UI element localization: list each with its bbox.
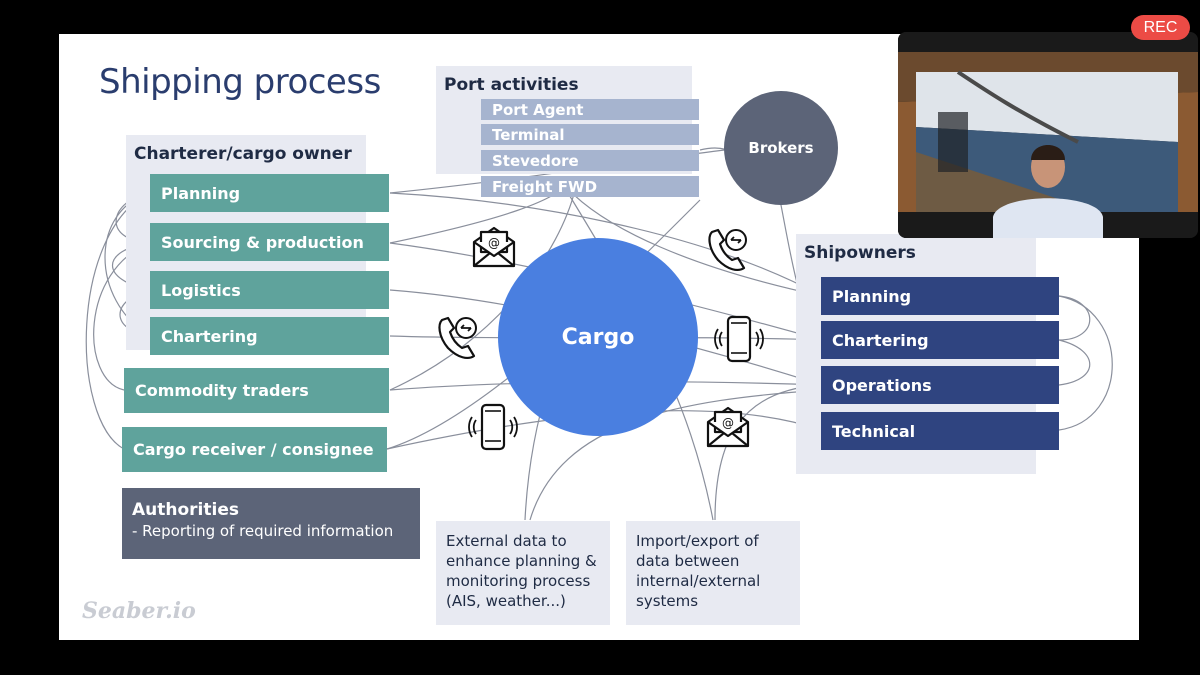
mobile-phone-icon — [468, 403, 518, 451]
import-export-line: data between — [636, 552, 740, 570]
charterer-item-sourcing: Sourcing & production — [150, 223, 389, 261]
shipowners-title: Shipowners — [804, 243, 916, 263]
charterer-item-logistics: Logistics — [150, 271, 389, 309]
mobile-phone-icon — [714, 315, 764, 363]
slide-title: Shipping process — [99, 62, 381, 102]
port-item-stevedore: Stevedore — [481, 150, 699, 171]
commodity-traders-box: Commodity traders — [124, 368, 389, 413]
authorities-title: Authorities — [132, 500, 239, 520]
brokers-label: Brokers — [748, 139, 814, 157]
shipowners-item-planning: Planning — [821, 277, 1059, 315]
cargo-label: Cargo — [561, 324, 635, 350]
import-export-line: Import/export of — [636, 532, 759, 550]
svg-text:@: @ — [488, 236, 500, 250]
charterer-item-planning: Planning — [150, 174, 389, 212]
charterer-panel-title: Charterer/cargo owner — [134, 144, 352, 164]
external-data-line: enhance planning & — [446, 552, 597, 570]
port-item-freight-fwd: Freight FWD — [481, 176, 699, 197]
import-export-note: Import/export of data between internal/e… — [626, 521, 800, 625]
shipowners-item-chartering: Chartering — [821, 321, 1059, 359]
port-activities-title: Port activities — [444, 75, 579, 95]
port-item-terminal: Terminal — [481, 124, 699, 145]
authorities-box: Authorities - Reporting of required info… — [122, 488, 420, 559]
shipowners-item-technical: Technical — [821, 412, 1059, 450]
phone-exchange-icon — [708, 228, 747, 271]
recording-badge: REC — [1131, 15, 1190, 40]
charterer-item-chartering: Chartering — [150, 317, 389, 355]
seaber-logo-text: Seaber.io — [82, 598, 196, 624]
external-data-line: (AIS, weather...) — [446, 592, 566, 610]
cargo-receiver-box: Cargo receiver / consignee — [122, 427, 387, 472]
external-data-note: External data to enhance planning & moni… — [436, 521, 610, 625]
cargo-circle: Cargo — [498, 238, 698, 436]
email-icon: @ — [706, 406, 750, 448]
shipowners-item-operations: Operations — [821, 366, 1059, 404]
authorities-detail: - Reporting of required information — [132, 522, 394, 540]
seaber-logo: Seaber.io — [82, 598, 196, 624]
svg-text:@: @ — [722, 416, 734, 430]
phone-exchange-icon — [438, 316, 477, 359]
external-data-line: monitoring process — [446, 572, 591, 590]
import-export-line: internal/external — [636, 572, 761, 590]
webcam-video[interactable] — [898, 32, 1198, 238]
external-data-line: External data to — [446, 532, 567, 550]
email-icon: @ — [472, 226, 516, 268]
webcam-scene — [898, 32, 1198, 238]
import-export-line: systems — [636, 592, 699, 610]
port-item-agent: Port Agent — [481, 99, 699, 120]
brokers-circle: Brokers — [724, 91, 838, 205]
